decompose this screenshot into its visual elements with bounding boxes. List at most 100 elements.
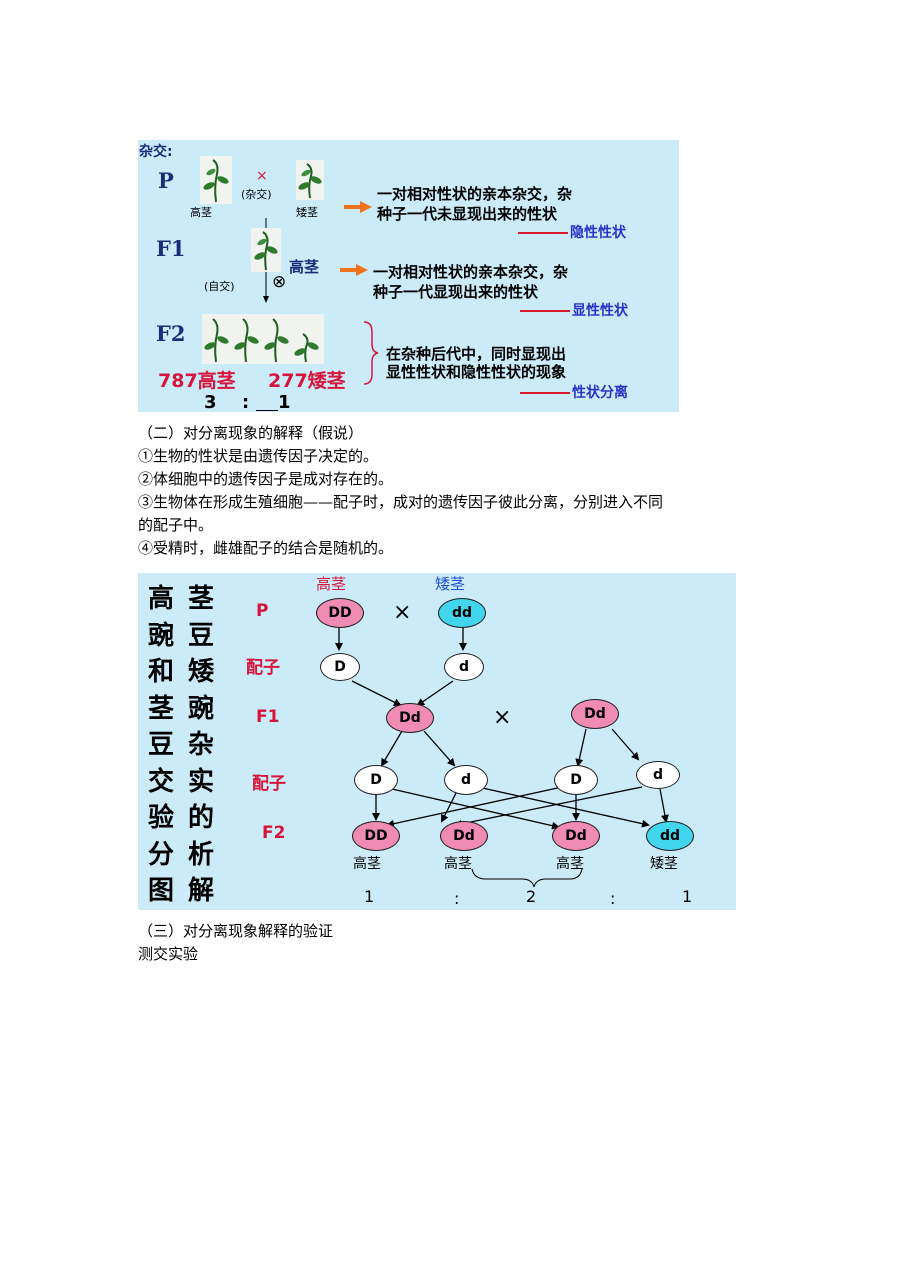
top-tall-label: 高茎	[316, 575, 347, 593]
title-char: 和	[148, 657, 175, 687]
title-char: 验	[148, 803, 175, 833]
hypothesis-item-3: ③生物体在形成生殖细胞——配子时，成对的遗传因子彼此分离，分别进入不同	[138, 493, 664, 511]
hypothesis-item-1: ①生物的性状是由遗传因子决定的。	[138, 447, 379, 465]
desc3-line1: 在杂种后代中，同时显现出	[386, 345, 567, 363]
cross-mark: ×	[256, 168, 268, 184]
ratio-underline	[256, 410, 278, 411]
parent-tall-label: 高茎	[190, 206, 212, 219]
desc1-line2: 种子一代未显现出来的性状	[377, 205, 558, 223]
f2-plants-image	[202, 314, 324, 364]
genotype-node-f2-4: dd	[646, 821, 694, 851]
phenotype-label-2: 高茎	[444, 856, 472, 872]
genotype-node-f2-3: Dd	[552, 821, 600, 851]
genotype-node-f1-right: Dd	[571, 699, 619, 729]
title-char: 分	[148, 839, 175, 870]
gamete-node-d: D	[320, 653, 360, 681]
title-char: 豆	[188, 620, 215, 651]
title-char: 豌	[188, 693, 215, 724]
cross-diagram-figure: 杂交: P F1 F2 × (杂交) 高茎 矮茎	[138, 140, 679, 412]
short-plant-image	[296, 160, 324, 200]
gamete-node-2-1: D	[354, 765, 398, 795]
f2-short-count: 277矮茎	[268, 370, 346, 392]
term-dominant-text: 显性性状	[572, 303, 628, 319]
title-char: 矮	[188, 657, 215, 687]
gamete-node-2-4: d	[636, 761, 680, 789]
pea-plant-icon	[203, 159, 229, 203]
title-char: 豆	[148, 730, 175, 760]
cross-mark-f1: ×	[493, 705, 512, 730]
term-dash	[520, 392, 570, 394]
term-segregation-text: 性状分离	[572, 385, 628, 401]
row-label-f1: F1	[256, 707, 280, 727]
desc1-line1: 一对相对性状的亲本杂交，杂	[377, 185, 573, 203]
desc2-line1: 一对相对性状的亲本杂交，杂	[373, 263, 569, 281]
hypothesis-item-2: ②体细胞中的遗传因子是成对存在的。	[138, 470, 394, 488]
cross-mark-p: ×	[393, 600, 412, 625]
genotype-node-f1-left: Dd	[386, 703, 434, 733]
title-char: 实	[188, 766, 215, 797]
generation-f1-label: F1	[156, 236, 186, 261]
top-short-label: 矮茎	[435, 575, 466, 593]
f2-tall-count: 787高茎	[158, 370, 236, 392]
title-char: 的	[188, 803, 215, 833]
ratio-colon-2: :	[610, 889, 616, 908]
term-dash	[520, 310, 570, 312]
ratio-colon-1: :	[454, 889, 460, 908]
title-char: 解	[188, 876, 215, 906]
term-dominant: 显性性状	[520, 300, 628, 320]
testcross-label: 测交实验	[138, 945, 199, 963]
ratio-separator: :	[242, 392, 250, 412]
title-char: 豌	[148, 620, 175, 651]
title-char: 高	[148, 584, 175, 614]
pea-plant-icon	[298, 163, 322, 199]
term-recessive: 隐性性状	[518, 222, 626, 242]
gamete-node-recessive: d	[444, 653, 484, 681]
genotype-analysis-figure: 高 豌 和 茎 豆 交 验 分 图 茎 豆 矮 豌 杂 实 的 析 解 P 配子…	[138, 573, 736, 910]
selfing-symbol-icon: ⊗	[272, 272, 287, 292]
row-label-f2: F2	[262, 823, 286, 843]
phenotype-label-4: 矮茎	[650, 856, 678, 872]
corner-label: 杂交:	[139, 144, 173, 160]
ratio-left: 3	[204, 392, 217, 412]
title-char: 交	[148, 766, 175, 797]
title-char: 图	[148, 876, 175, 906]
term-recessive-text: 隐性性状	[570, 225, 626, 241]
genotype-node-f2-2: Dd	[440, 821, 488, 851]
tall-plant-image	[200, 156, 232, 204]
term-dash	[518, 232, 568, 234]
row-label-gamete-2: 配子	[252, 774, 286, 794]
parent-short-label: 矮茎	[296, 206, 318, 219]
genotype-node-f2-1: DD	[352, 821, 400, 851]
gamete-node-2-2: d	[444, 765, 488, 795]
generation-p-label: P	[158, 168, 174, 193]
title-column-left: 高 豌 和 茎 豆 交 验 分 图	[148, 581, 174, 910]
f1-plant-image	[251, 228, 281, 272]
phenotype-label-1: 高茎	[353, 856, 381, 872]
title-char: 杂	[188, 730, 215, 760]
section-heading-verification: （三）对分离现象解释的验证	[138, 922, 334, 940]
genotype-node-p-dd: DD	[316, 598, 364, 628]
section-heading-explanation: （二）对分离现象的解释（假说）	[138, 424, 364, 442]
ratio-right: 1	[278, 392, 291, 412]
hypothesis-item-4: ④受精时，雌雄配子的结合是随机的。	[138, 539, 394, 557]
hypothesis-item-3-cont: 的配子中。	[138, 516, 214, 534]
f1-tall-label: 高茎	[289, 258, 320, 276]
cross-label: (杂交)	[241, 188, 272, 201]
title-char: 茎	[188, 584, 215, 614]
ratio-value-3: 1	[682, 887, 693, 906]
pea-plants-icon	[204, 318, 319, 363]
title-column-right: 茎 豆 矮 豌 杂 实 的 析 解	[188, 581, 214, 910]
row-label-gamete-1: 配子	[246, 658, 280, 678]
ratio-value-2: 2	[526, 887, 537, 906]
desc3-line2: 显性性状和隐性性状的现象	[386, 363, 567, 381]
pea-plant-icon	[254, 231, 278, 271]
title-char: 析	[188, 839, 215, 870]
selfing-label: (自交)	[204, 280, 235, 293]
gamete-node-2-3: D	[554, 765, 598, 795]
term-segregation: 性状分离	[520, 382, 628, 402]
genotype-node-p-recessive: dd	[438, 598, 486, 628]
connector-lines	[263, 201, 379, 385]
phenotype-label-3: 高茎	[556, 856, 584, 872]
row-label-p: P	[256, 601, 269, 621]
genetic-cross-lines	[335, 627, 669, 888]
